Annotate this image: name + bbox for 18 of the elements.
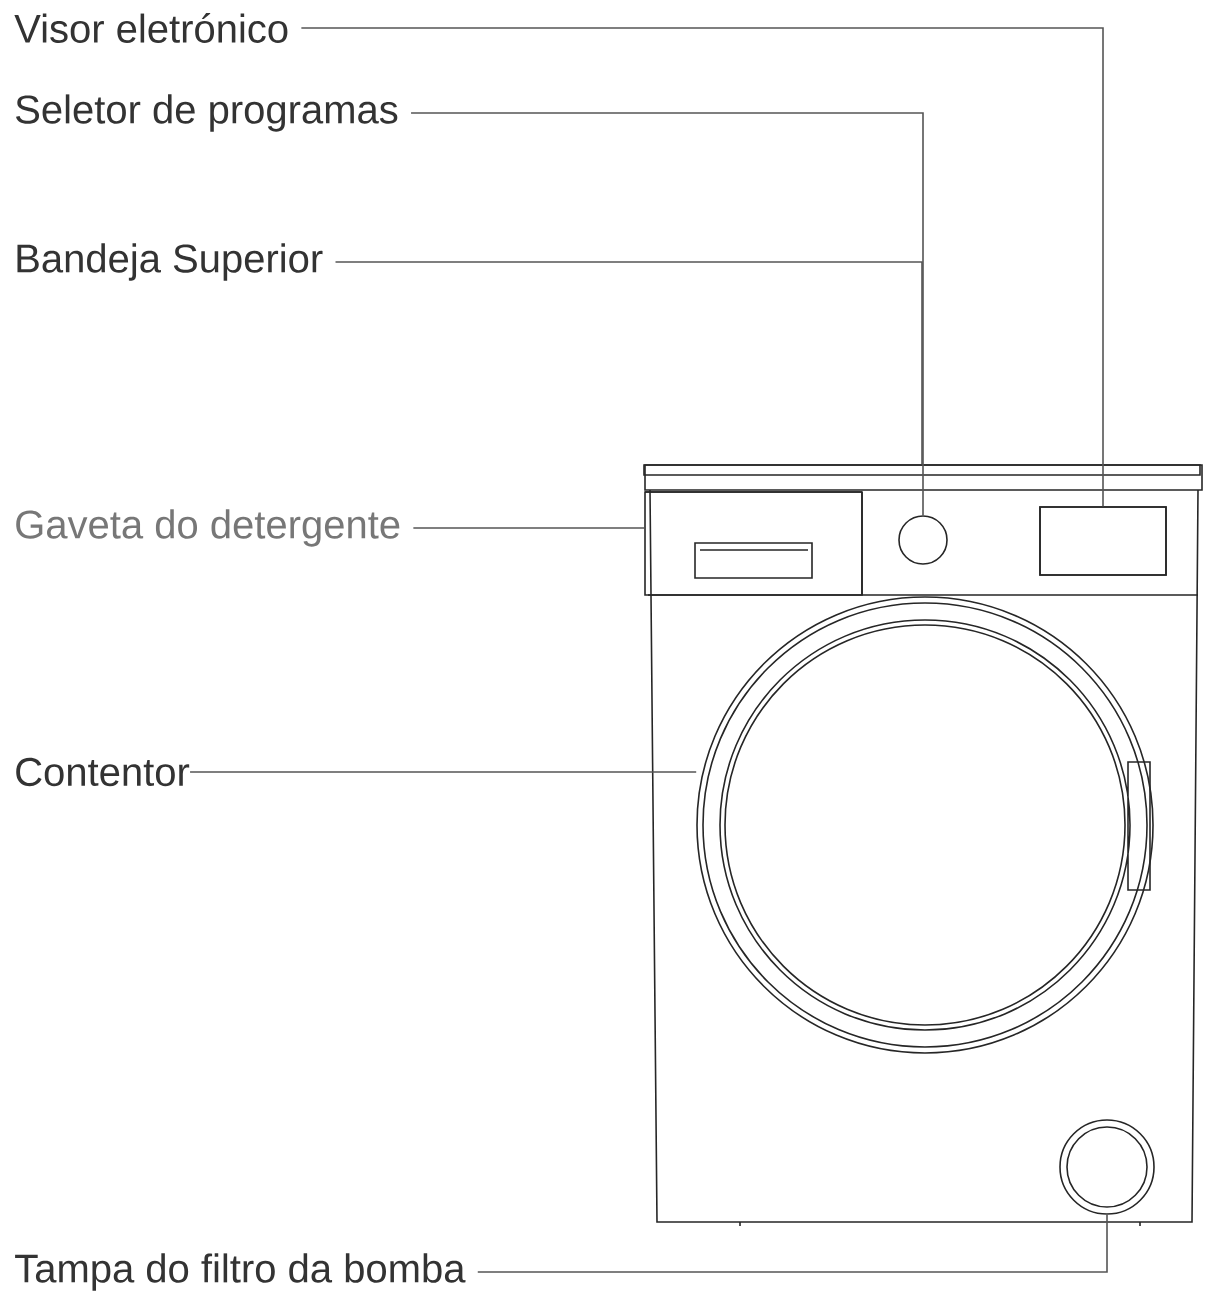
part-label: Visor eletrónico	[14, 13, 288, 43]
display-panel	[1039, 506, 1167, 576]
top-tray	[643, 464, 1201, 476]
part-label: Tampa do filtro da bomba	[15, 1253, 466, 1291]
filter-cap	[1059, 1119, 1155, 1215]
detergent-drawer	[644, 491, 863, 596]
part-label: Seletor de programas	[16, 94, 398, 132]
part-label: Contentor	[16, 757, 190, 787]
door	[696, 596, 1154, 1054]
leader-line	[189, 771, 697, 773]
leader-line	[300, 27, 1104, 507]
program-knob	[898, 515, 948, 565]
leader-line	[334, 261, 923, 465]
leader-line	[476, 1214, 1108, 1273]
part-label: Gaveta do detergente	[16, 509, 400, 547]
part-label: Bandeja Superior	[17, 243, 323, 281]
leader-line	[412, 527, 645, 529]
leader-line	[410, 112, 924, 516]
